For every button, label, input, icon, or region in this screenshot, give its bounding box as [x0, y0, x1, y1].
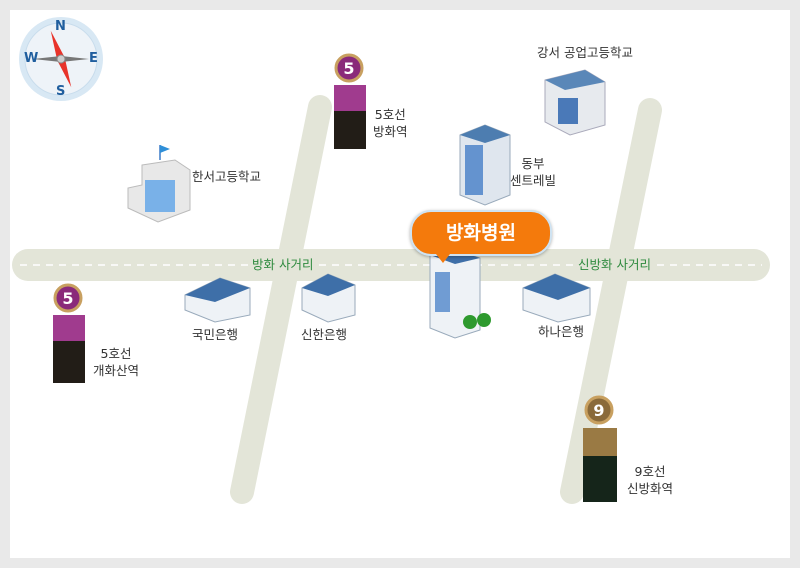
- label-line: 동부: [521, 156, 545, 171]
- label-shinhan-bank: 신한은행: [301, 327, 348, 342]
- location-map: 5 5 9 N S E W 방화 사거리 신방화 사거리 방화병원 한서고등학교…: [10, 10, 790, 558]
- label-line: 5호선: [374, 107, 406, 122]
- compass-west: W: [24, 51, 39, 66]
- label-line: 개화산역: [93, 363, 140, 378]
- label-hana-bank: 하나은행: [538, 324, 585, 339]
- label-gangseo-school: 강서 공업고등학교: [537, 45, 633, 60]
- school-building-icon: [127, 145, 191, 223]
- compass-south: S: [56, 84, 66, 99]
- label-line: 센트레빌: [510, 173, 557, 188]
- road-label-bangwha: 방화 사거리: [248, 257, 318, 273]
- label-hanseo-school: 한서고등학교: [192, 169, 262, 184]
- shinhan-bank-building-icon: [301, 273, 356, 323]
- compass-north: N: [55, 19, 66, 34]
- subway-line5-gaehwasan-icon: 5: [53, 283, 85, 383]
- subway-line9-sinbangwha-icon: 9: [583, 395, 617, 502]
- svg-text:9: 9: [593, 401, 604, 420]
- label-line: 신방화역: [627, 481, 674, 496]
- road-left-diagonal: [230, 95, 332, 504]
- roads: [12, 95, 770, 504]
- hospital-building-icon: [429, 249, 491, 339]
- label-dongbu-centreville: 동부 센트레빌: [510, 155, 556, 189]
- destination-marker[interactable]: 방화병원: [410, 210, 552, 263]
- label-kookmin-bank: 국민은행: [192, 327, 239, 342]
- label-line: 9호선: [634, 464, 666, 479]
- compass-east: E: [89, 51, 98, 66]
- label-line: 방화역: [373, 124, 408, 139]
- road-label-sinbangwha: 신방화 사거리: [574, 257, 655, 273]
- svg-text:5: 5: [343, 59, 354, 78]
- label-station-bangwha: 5호선 방화역: [373, 106, 408, 140]
- label-station-sinbangwha: 9호선 신방화역: [627, 463, 673, 497]
- technical-school-building-icon: [544, 69, 606, 136]
- apartment-tower-icon: [459, 124, 511, 206]
- label-line: 5호선: [100, 346, 132, 361]
- hana-bank-building-icon: [522, 273, 591, 323]
- subway-line5-bangwha-icon: 5: [334, 53, 366, 149]
- compass-icon: [19, 17, 103, 101]
- map-canvas: 5 5 9: [12, 17, 770, 504]
- label-station-gaehwasan: 5호선 개화산역: [93, 345, 139, 379]
- svg-text:5: 5: [62, 289, 73, 308]
- kookmin-bank-building-icon: [184, 277, 251, 323]
